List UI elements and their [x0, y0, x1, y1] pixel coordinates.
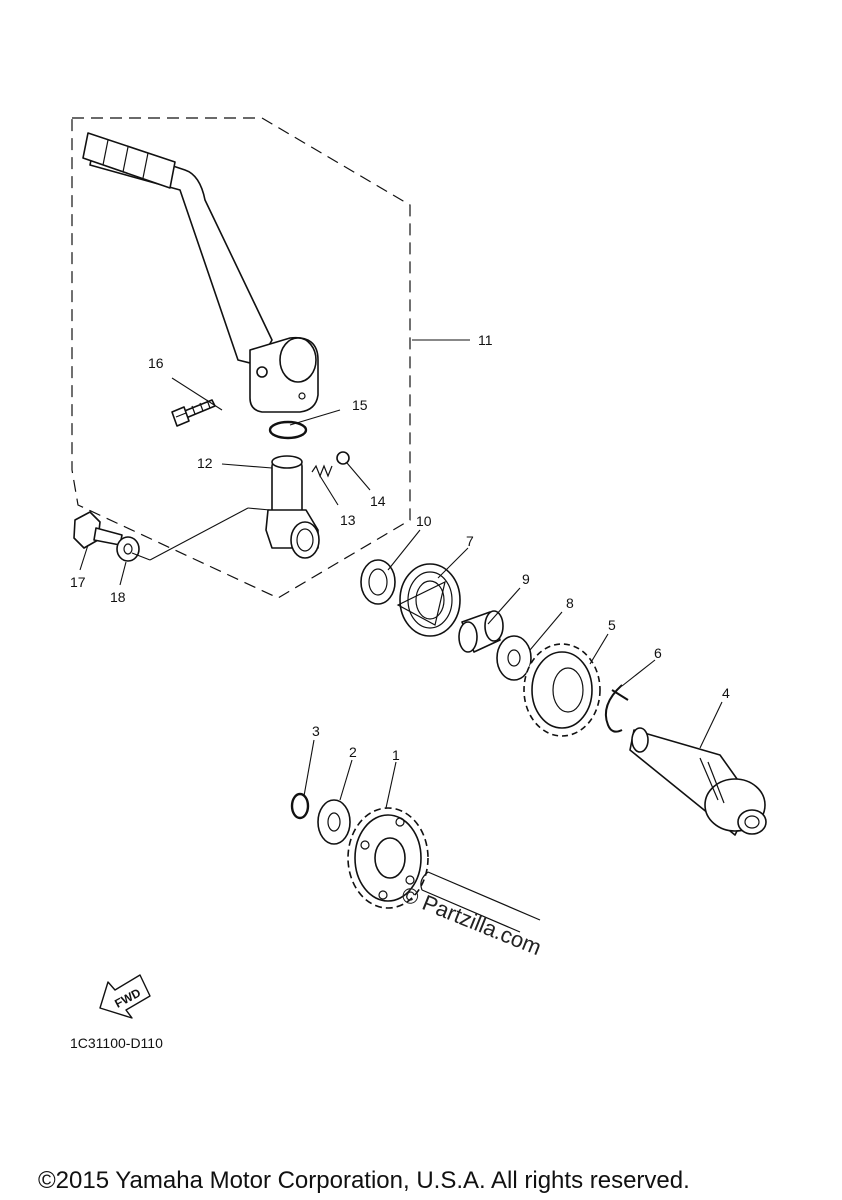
callout-4: 4 [722, 685, 730, 701]
callout-3: 3 [312, 723, 320, 739]
callout-labels: 1 2 3 4 5 6 7 8 9 10 11 12 13 14 15 16 1… [70, 332, 730, 763]
washer-2 [317, 799, 351, 845]
washer-18 [116, 536, 140, 562]
kick-axle-4 [629, 727, 767, 836]
callout-1: 1 [392, 747, 400, 763]
washer-8 [496, 635, 532, 681]
callout-8: 8 [566, 595, 574, 611]
leader-lines [79, 339, 723, 809]
kick-boss-12 [265, 455, 320, 559]
callout-16: 16 [148, 355, 164, 371]
collar-9 [458, 610, 504, 653]
circlip-6 [604, 684, 629, 733]
ball-14 [336, 451, 350, 465]
kick-crank-arm [82, 132, 319, 413]
bolt-17 [73, 511, 123, 549]
screw-16 [171, 399, 216, 427]
callout-5: 5 [608, 617, 616, 633]
copyright-notice: ©2015 Yamaha Motor Corporation, U.S.A. A… [38, 1167, 690, 1194]
o-ring-15 [268, 420, 308, 440]
callout-15: 15 [352, 397, 368, 413]
spring-13 [311, 464, 333, 478]
callout-18: 18 [110, 589, 126, 605]
torsion-spring-7 [396, 563, 461, 637]
shaft [420, 871, 541, 933]
kick-gear-5 [523, 643, 601, 737]
callout-2: 2 [349, 744, 357, 760]
idle-gear-1 [347, 807, 429, 909]
callout-7: 7 [466, 533, 474, 549]
watermark: © Partzilla.com [398, 881, 545, 960]
callout-13: 13 [340, 512, 356, 528]
callout-9: 9 [522, 571, 530, 587]
callout-10: 10 [416, 513, 432, 529]
fwd-arrow-icon: FWD [99, 974, 151, 1019]
oil-seal-10 [360, 559, 396, 605]
diagram-code: 1C31100-D110 [70, 1035, 163, 1051]
callout-17: 17 [70, 574, 86, 590]
callout-14: 14 [370, 493, 386, 509]
circlip-3 [290, 792, 310, 820]
callout-11: 11 [478, 332, 493, 348]
callout-12: 12 [197, 455, 213, 471]
callout-6: 6 [654, 645, 662, 661]
assembly-outline-11 [71, 117, 411, 599]
